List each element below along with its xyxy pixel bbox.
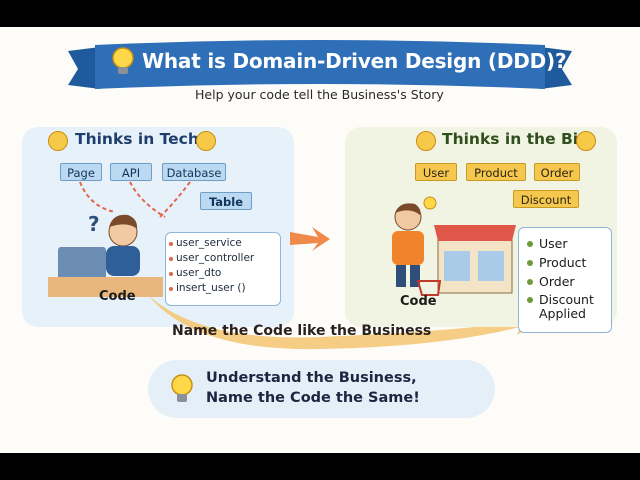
shop-illustration — [392, 196, 516, 296]
code-item: user_service — [176, 237, 242, 249]
svg-text:?: ? — [88, 212, 100, 236]
happy-face-icon — [416, 131, 436, 151]
list-item: Applied — [539, 306, 586, 321]
list-item: User — [539, 236, 568, 251]
title-banner — [68, 40, 572, 89]
page-title: What is Domain-Driven Design (DDD)? — [142, 49, 567, 73]
happy-face-icon — [576, 131, 596, 151]
lightbulb-icon — [112, 47, 134, 74]
tech-code-label: Code — [99, 289, 136, 304]
tech-tag-page: Page — [60, 163, 102, 181]
biz-tag-user: User — [415, 163, 457, 181]
code-names-card: user_service user_controller user_dto in… — [165, 232, 281, 306]
list-item: Product — [539, 255, 587, 270]
tech-tag-api: API — [110, 163, 152, 181]
sad-face-icon — [48, 131, 68, 151]
biz-tag-product: Product — [466, 163, 526, 181]
lightbulb-icon — [171, 374, 193, 402]
list-item: Discount — [539, 292, 594, 307]
infographic-canvas: What is Domain-Driven Design (DDD)? Help… — [0, 27, 640, 453]
biz-code-label: Code — [400, 294, 437, 309]
arrow-label: Name the Code like the Business — [172, 323, 432, 339]
biz-tag-order: Order — [534, 163, 580, 181]
biz-panel-header: Thinks in the Biz — [442, 130, 588, 148]
page-subtitle: Help your code tell the Business's Story — [195, 87, 444, 102]
list-item: Order — [539, 274, 575, 289]
tech-tag-database: Database — [162, 163, 226, 181]
summary-line-1: Understand the Business, — [206, 370, 417, 386]
sad-face-icon — [196, 131, 216, 151]
tech-panel-header: Thinks in Tech — [75, 130, 199, 148]
code-item: user_dto — [176, 267, 222, 279]
tech-tag-table: Table — [200, 192, 252, 210]
biz-tag-discount: Discount — [513, 190, 579, 208]
domain-names-card: User Product Order Discount Applied — [518, 227, 612, 333]
developer-illustration: ? — [48, 212, 163, 297]
summary-line-2: Name the Code the Same! — [206, 390, 420, 406]
summary-callout: Understand the Business, Name the Code t… — [148, 360, 495, 418]
code-item: user_controller — [176, 252, 255, 264]
code-item: insert_user () — [176, 282, 246, 294]
